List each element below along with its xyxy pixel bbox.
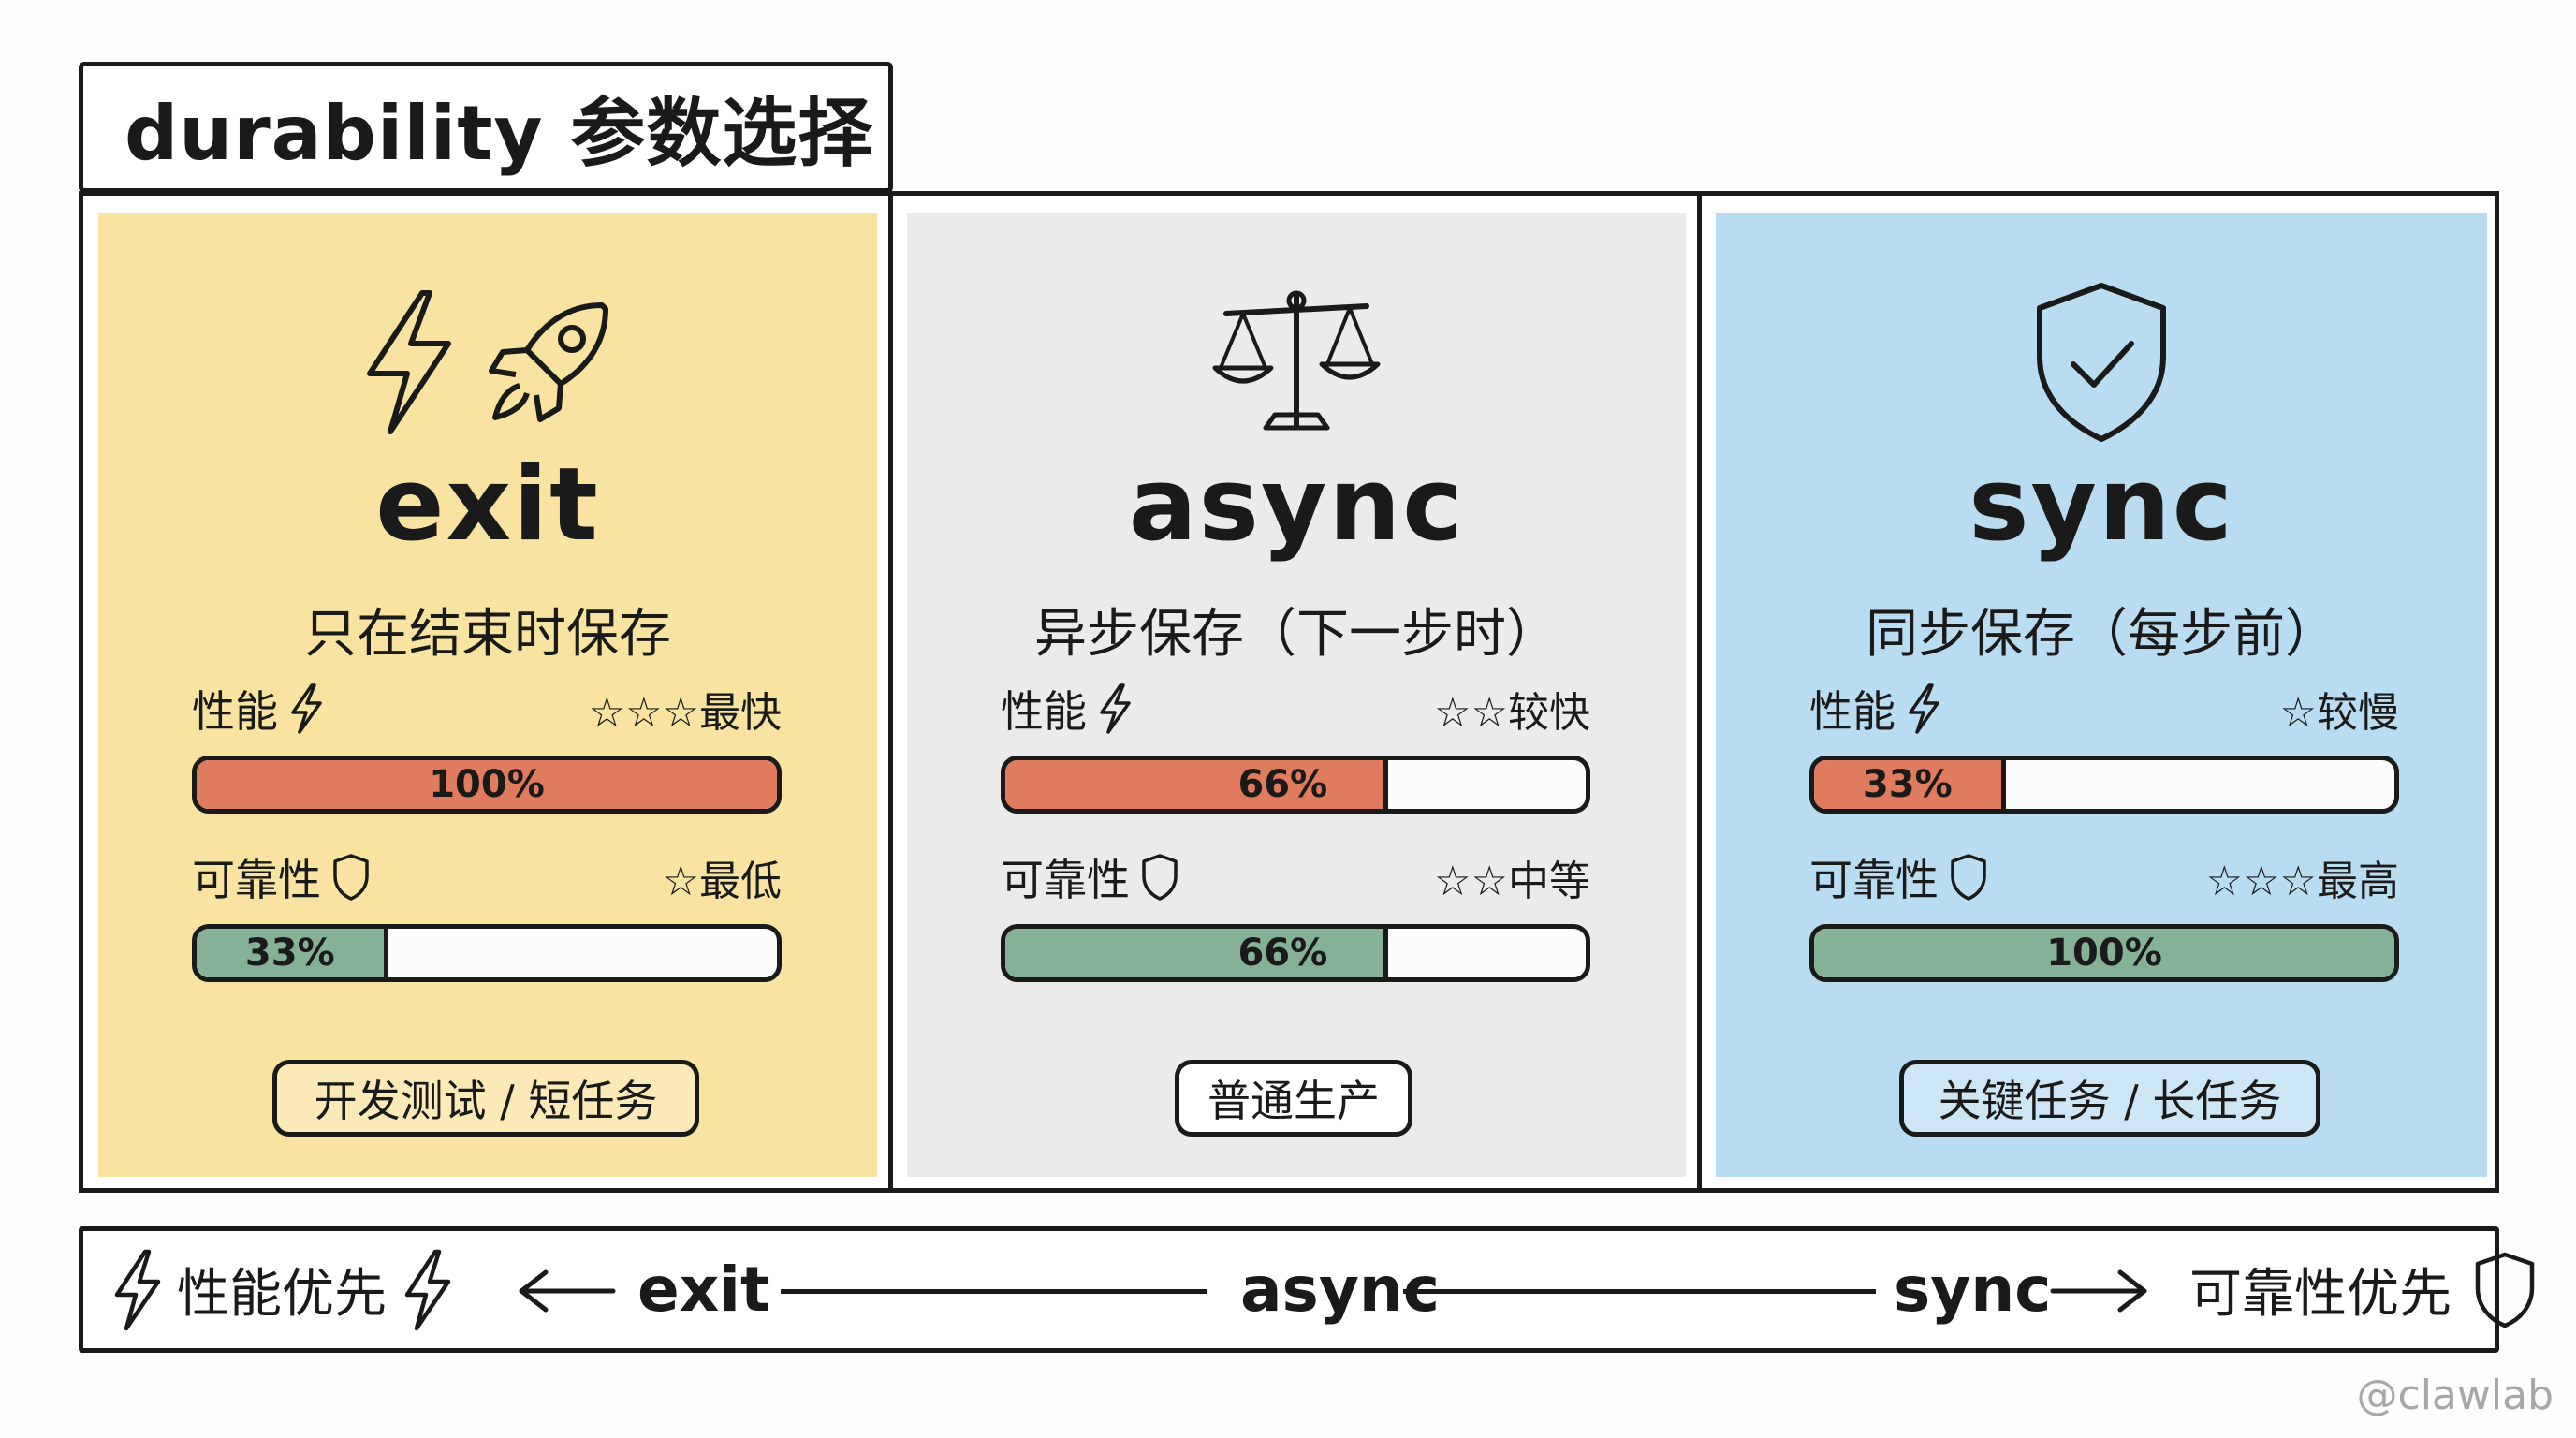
performance-row: 性能 ☆较慢	[1809, 676, 2399, 741]
performance-bar: 33%	[1809, 756, 2399, 814]
mode-description: 同步保存（每步前）	[1866, 604, 2337, 665]
performance-row: 性能 ☆☆较快	[1001, 676, 1590, 741]
performance-bar-fill: 33%	[1814, 760, 2006, 809]
performance-label: 性能	[1001, 686, 1087, 737]
performance-bar-fill: 66%	[1005, 760, 1389, 809]
mode-icons	[1716, 269, 2487, 456]
modes-panel-container: exit 只在结束时保存 性能 ☆☆☆最快 100% 可靠性 ☆最低 33%	[79, 191, 2499, 1193]
balance-scale-icon	[1212, 290, 1381, 431]
reliability-percent: 66%	[1237, 932, 1328, 975]
shield-check-icon	[2037, 283, 2166, 442]
reliability-percent: 100%	[2046, 932, 2162, 975]
mode-icons	[907, 269, 1686, 456]
shield-icon	[1142, 854, 1178, 901]
spectrum-line	[781, 1289, 1253, 1294]
reliability-row: 可靠性 ☆☆中等	[1001, 844, 1590, 910]
reliability-row: 可靠性 ☆最低	[192, 844, 782, 910]
reliability-label: 可靠性	[1001, 855, 1130, 905]
reliability-bar-fill: 33%	[197, 929, 388, 977]
lightning-icon	[1100, 683, 1131, 734]
use-case-tag: 开发测试 / 短任务	[272, 1060, 699, 1137]
reliability-rating: ☆☆☆最高	[2205, 858, 2399, 905]
watermark: @clawlab	[2356, 1372, 2554, 1419]
mode-name: sync	[1969, 447, 2234, 564]
mode-icons	[98, 269, 877, 456]
mode-panel-sync: sync 同步保存（每步前） 性能 ☆较慢 33% 可靠性 ☆☆☆最高 100%	[1716, 213, 2487, 1177]
reliability-bar: 66%	[1001, 924, 1590, 982]
spectrum-line	[1403, 1289, 1876, 1294]
spectrum-mode-sync: sync	[1894, 1254, 2052, 1326]
mode-description: 异步保存（下一步时）	[1034, 604, 1559, 665]
lightning-icon	[404, 1249, 451, 1330]
reliability-label: 可靠性	[1809, 855, 1939, 905]
lightning-icon	[291, 683, 322, 734]
arrow-right-icon	[2050, 1269, 2147, 1313]
mode-panel-async: async 异步保存（下一步时） 性能 ☆☆较快 66% 可靠性 ☆☆中等 66…	[907, 213, 1686, 1177]
performance-priority-label: 性能优先	[177, 1264, 387, 1325]
reliability-bar-fill: 100%	[1814, 929, 2394, 977]
spectrum-left: 性能优先	[110, 1231, 454, 1348]
performance-rating: ☆☆☆最快	[588, 689, 782, 737]
reliability-bar: 33%	[192, 924, 782, 982]
performance-percent: 66%	[1237, 763, 1328, 806]
priority-spectrum: 性能优先 exit async sync 可靠性优先	[79, 1226, 2535, 1353]
lightning-icon	[114, 1249, 161, 1330]
shield-icon	[2475, 1252, 2535, 1328]
performance-bar: 66%	[1001, 756, 1590, 814]
performance-label: 性能	[192, 686, 278, 737]
panel-divider	[1697, 196, 1702, 1188]
reliability-bar-fill: 66%	[1005, 929, 1389, 977]
lightning-icon	[1909, 683, 1939, 734]
shield-icon	[1951, 854, 1986, 901]
mode-name: async	[1128, 447, 1465, 564]
shield-icon	[333, 854, 369, 901]
performance-percent: 33%	[1862, 763, 1953, 806]
mode-panel-exit: exit 只在结束时保存 性能 ☆☆☆最快 100% 可靠性 ☆最低 33%	[98, 213, 877, 1177]
performance-bar-fill: 100%	[197, 760, 777, 809]
reliability-row: 可靠性 ☆☆☆最高	[1809, 844, 2399, 910]
mode-name: exit	[375, 447, 600, 564]
lightning-icon	[367, 290, 451, 434]
title-box: durability 参数选择	[79, 62, 893, 193]
reliability-bar: 100%	[1809, 924, 2399, 982]
performance-row: 性能 ☆☆☆最快	[192, 676, 782, 741]
mode-description: 只在结束时保存	[304, 604, 671, 665]
performance-percent: 100%	[429, 763, 545, 806]
reliability-label: 可靠性	[192, 855, 321, 905]
page-title: durability 参数选择	[124, 90, 874, 177]
use-case-tag: 关键任务 / 长任务	[1899, 1060, 2320, 1137]
performance-rating: ☆☆较快	[1434, 689, 1590, 737]
performance-rating: ☆较慢	[2279, 689, 2399, 737]
spectrum-right: 可靠性优先	[2189, 1231, 2538, 1348]
reliability-rating: ☆☆中等	[1434, 858, 1590, 905]
use-case-tag: 普通生产	[1175, 1060, 1412, 1137]
panel-divider	[888, 196, 893, 1188]
performance-bar: 100%	[192, 756, 782, 814]
rocket-icon	[489, 302, 608, 422]
reliability-priority-label: 可靠性优先	[2189, 1264, 2452, 1325]
spectrum-mode-exit: exit	[637, 1254, 770, 1326]
reliability-percent: 33%	[244, 932, 335, 975]
performance-label: 性能	[1809, 686, 1895, 737]
arrow-left-icon	[519, 1269, 616, 1313]
reliability-rating: ☆最低	[662, 858, 782, 905]
